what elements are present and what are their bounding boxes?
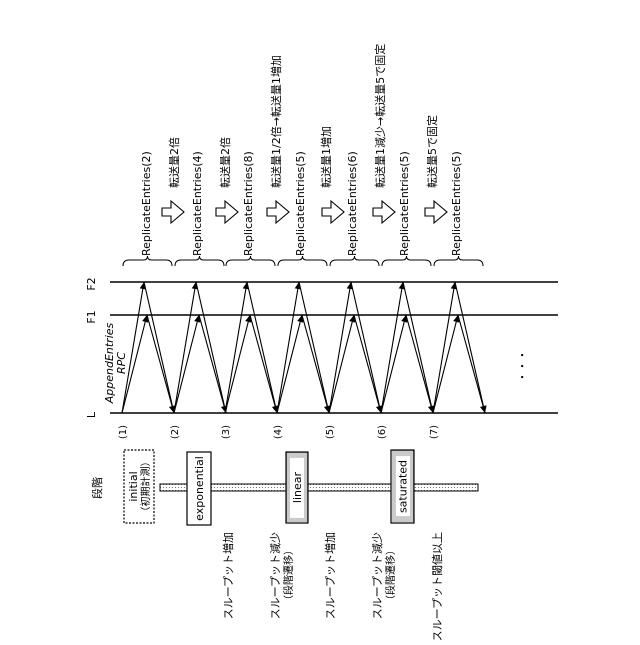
rpc-label: ReplicateEntries(6) [346, 151, 359, 256]
phase-title: 段階 [90, 477, 104, 499]
rpc-arrow [250, 315, 277, 413]
step-number: (3) [221, 425, 232, 439]
transition-arrow [162, 201, 184, 223]
throughput-subnote: （段階遷移） [384, 545, 397, 605]
rpc-arrow [406, 315, 433, 413]
rpc-label: ReplicateEntries(8) [242, 151, 255, 256]
rpc-arrow [433, 282, 455, 413]
step-number: (2) [170, 425, 181, 439]
rpc-arrow [455, 282, 485, 413]
transition-arrow [425, 201, 447, 223]
step-numbers: (1) (2) (3) (4) (5) (6) (7) [118, 425, 440, 439]
throughput-note: スループット減少 [268, 532, 282, 619]
batch-brace [330, 256, 379, 266]
rpc-label: ReplicateEntries(5) [398, 151, 411, 256]
rpc-arrow [277, 315, 302, 413]
rpc-arrow [354, 315, 381, 413]
batch-brace [226, 256, 275, 266]
rpc-arrow [329, 315, 354, 413]
step-number: (6) [377, 425, 388, 439]
rpc-arrow [147, 315, 174, 413]
step-number: (7) [429, 425, 440, 439]
rpc-arrow [329, 282, 351, 413]
transition-note: 転送量2倍 [167, 137, 181, 188]
rpc-arrow [351, 282, 381, 413]
phase-label: exponential [193, 456, 206, 521]
rpc-arrow [381, 315, 406, 413]
batch-brace [123, 256, 172, 266]
rpc-arrow [199, 315, 226, 413]
rpc-caption-line2: RPC [115, 352, 128, 374]
step-number: (1) [118, 425, 129, 439]
transition-note: 転送量5で固定 [425, 115, 439, 188]
transition-arrow [373, 201, 395, 223]
rpc-labels: ReplicateEntries(2) ReplicateEntries(4) Re… [140, 151, 463, 256]
transition-arrow [322, 201, 344, 223]
step-number: (5) [325, 425, 336, 439]
step-number: (4) [273, 425, 284, 439]
throughput-subnote: （段階遷移） [282, 545, 295, 605]
phase-label: initial [127, 471, 140, 501]
rpc-arrow [302, 315, 329, 413]
rpc-arrows [122, 282, 487, 413]
rpc-arrow [299, 282, 329, 413]
throughput-note: スループット減少 [370, 532, 384, 619]
rpc-label: ReplicateEntries(4) [191, 151, 204, 256]
transition-arrow [267, 201, 289, 223]
follower1-label: F1 [85, 310, 98, 323]
throughput-note: スループット閾値以上 [431, 532, 444, 640]
throughput-notes: スループット増加スループット減少（段階遷移）スループット増加スループット減少（段… [222, 532, 444, 640]
rpc-arrow [225, 282, 247, 413]
rpc-arrow [433, 315, 458, 413]
rpc-arrow [196, 282, 226, 413]
throughput-note: スループット増加 [222, 532, 235, 619]
rpc-arrow [144, 282, 174, 413]
batch-brace [382, 256, 431, 266]
phase-label: saturated [397, 460, 410, 513]
rpc-arrow [247, 282, 277, 413]
rpc-arrow [225, 315, 250, 413]
transition-note: 転送量1減少→転送量5で固定 [373, 44, 387, 188]
rpc-arrow [458, 315, 485, 413]
rpc-arrow [403, 282, 433, 413]
batch-brace [278, 256, 327, 266]
phase-label: linear [291, 471, 304, 503]
rpc-arrow [174, 315, 199, 413]
rpc-label: ReplicateEntries(2) [140, 151, 153, 256]
leader-label: L [85, 411, 98, 418]
rpc-arrow [174, 282, 196, 413]
rpc-arrow [277, 282, 299, 413]
rpc-arrow [381, 282, 403, 413]
transition-arrow [216, 201, 238, 223]
rpc-label: ReplicateEntries(5) [294, 151, 307, 256]
phase-sublabel: （初期計測） [139, 457, 152, 517]
follower2-label: F2 [85, 277, 98, 290]
batch-brace [434, 256, 483, 266]
throughput-note: スループット増加 [324, 532, 337, 619]
rpc-label: ReplicateEntries(5) [450, 151, 463, 256]
transition-note: 転送量2倍 [218, 137, 232, 188]
transition-note: 転送量1/2倍→転送量1増加 [269, 55, 283, 188]
rpc-arrow [122, 282, 144, 413]
continuation-dots: ・・・ [516, 350, 529, 383]
batch-brace [175, 256, 224, 266]
batch-braces [123, 256, 483, 266]
transition-note: 転送量1増加 [319, 126, 333, 188]
